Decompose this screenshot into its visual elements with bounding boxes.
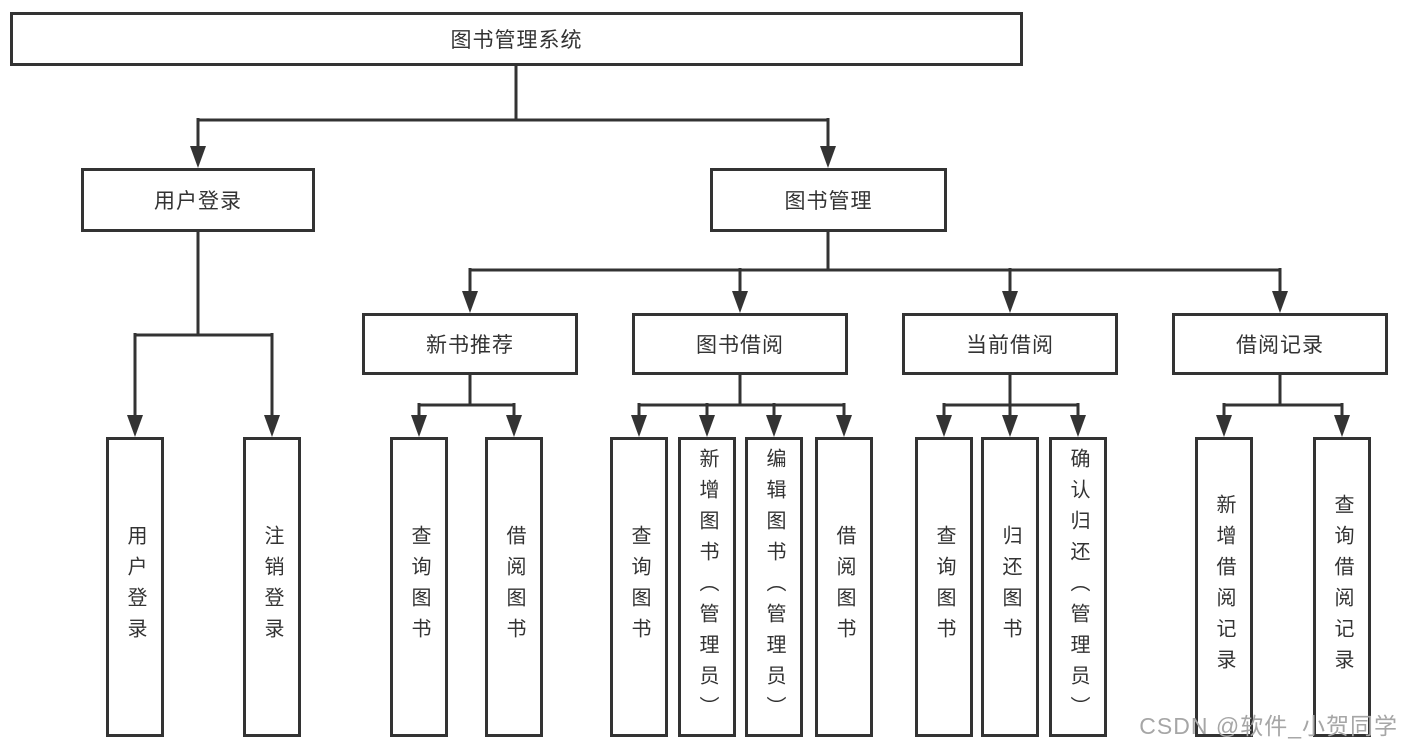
leaf-edit-book-admin: 编辑图书（管理员） — [745, 437, 803, 737]
leaf-query-borrow-record: 查询借阅记录 — [1313, 437, 1371, 737]
leaf-return-book: 归还图书 — [981, 437, 1039, 737]
leaf-add-borrow-record: 新增借阅记录 — [1195, 437, 1253, 737]
node-book-management: 图书管理 — [710, 168, 947, 232]
leaf-confirm-return-admin: 确认归还（管理员） — [1049, 437, 1107, 737]
leaf-logout: 注销登录 — [243, 437, 301, 737]
csdn-watermark: CSDN @软件_小贺同学 — [1139, 713, 1398, 739]
node-current-borrowing: 当前借阅 — [902, 313, 1118, 375]
leaf-query-books-borrow: 查询图书 — [610, 437, 668, 737]
leaf-query-books-recommend: 查询图书 — [390, 437, 448, 737]
node-new-book-recommendation: 新书推荐 — [362, 313, 578, 375]
leaf-user-login: 用户登录 — [106, 437, 164, 737]
leaf-borrow-books-recommend: 借阅图书 — [485, 437, 543, 737]
leaf-borrow-books-borrow: 借阅图书 — [815, 437, 873, 737]
leaf-add-book-admin: 新增图书（管理员） — [678, 437, 736, 737]
node-user-login: 用户登录 — [81, 168, 315, 232]
leaf-query-books-current: 查询图书 — [915, 437, 973, 737]
node-book-borrowing: 图书借阅 — [632, 313, 848, 375]
node-library-management-system: 图书管理系统 — [10, 12, 1023, 66]
node-borrowing-records: 借阅记录 — [1172, 313, 1388, 375]
